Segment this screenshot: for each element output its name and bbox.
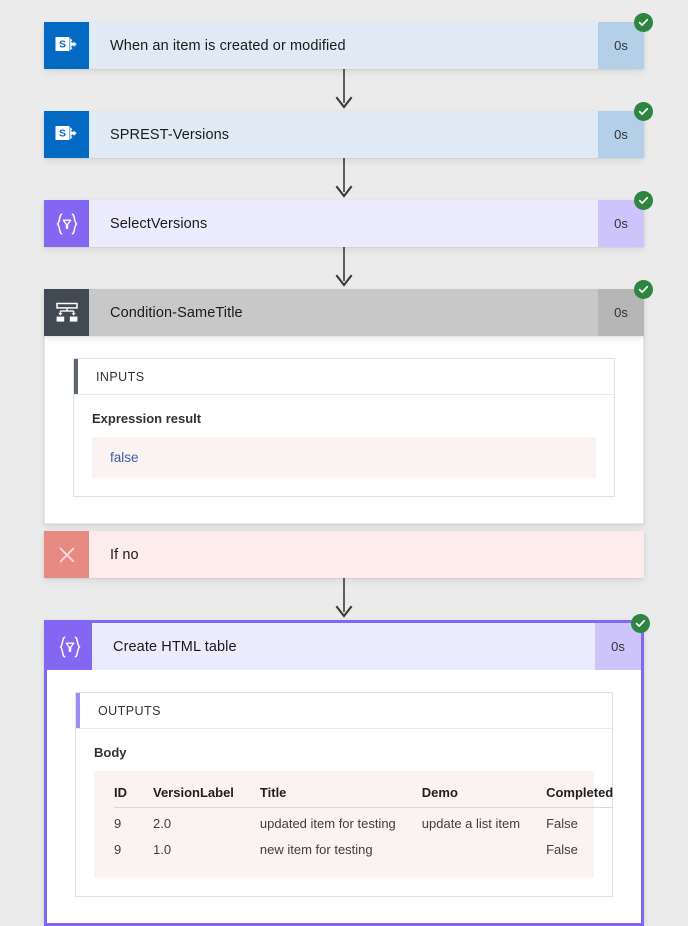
flow-step-sprest-versions[interactable]: S SPREST-Versions 0s [44, 102, 653, 158]
step-title: Create HTML table [92, 623, 595, 670]
expression-result-value: false [92, 437, 596, 478]
flow-step-when-an-item-is-created-or-modified[interactable]: S When an item is created or modified 0s [44, 13, 653, 69]
success-check-icon [634, 13, 653, 32]
close-x-icon [44, 531, 89, 578]
step-header[interactable]: If no [44, 531, 644, 578]
sharepoint-icon: S [44, 22, 89, 69]
table-cell: 2.0 [153, 816, 172, 831]
connector-arrow [0, 578, 688, 620]
flow-step-if-no[interactable]: If no [44, 531, 644, 578]
spacer [0, 524, 688, 531]
panel-accent-bar [76, 693, 80, 728]
success-check-icon [634, 102, 653, 121]
inputs-label: INPUTS [96, 369, 145, 384]
step-header[interactable]: SelectVersions 0s [44, 191, 653, 247]
step-title: Condition-SameTitle [89, 289, 598, 336]
step-duration: 0s [598, 200, 644, 247]
flow-step-condition-sametitle[interactable]: Condition-SameTitle 0s INPUTS Expression… [44, 280, 653, 524]
table-cell: False [546, 816, 578, 831]
table-cell: False [546, 842, 578, 857]
flow-step-select-versions[interactable]: SelectVersions 0s [44, 191, 653, 247]
data-operations-icon [44, 200, 89, 247]
body-label: Body [94, 745, 127, 760]
step-header[interactable]: S SPREST-Versions 0s [44, 102, 653, 158]
step-title: SPREST-Versions [89, 111, 598, 158]
step-title: SelectVersions [89, 200, 598, 247]
table-body: 9 2.0 updated item for testing update a lis… [114, 808, 613, 861]
table-cell: 9 [114, 842, 122, 857]
outputs-label: OUTPUTS [98, 703, 161, 718]
success-check-icon [634, 280, 653, 299]
step-duration: 0s [595, 623, 641, 670]
flow-step-create-html-table[interactable]: Create HTML table 0s OUTPUTS Body [44, 614, 650, 926]
step-duration [598, 531, 644, 578]
svg-text:S: S [58, 38, 65, 50]
step-duration: 0s [598, 111, 644, 158]
inputs-panel-header[interactable]: INPUTS [74, 359, 614, 395]
table-cell: update a list item [421, 816, 521, 831]
step-title: If no [89, 531, 598, 578]
connector-arrow [0, 158, 688, 200]
table-row: 9 1.0 new item for testing False [114, 834, 613, 860]
data-operations-icon [47, 623, 92, 670]
table-cell: 1.0 [153, 842, 172, 857]
step-header[interactable]: Condition-SameTitle 0s [44, 280, 653, 336]
step-header[interactable]: S When an item is created or modified 0s [44, 13, 653, 69]
connector-arrow [0, 247, 688, 289]
table-column-header: Title [259, 785, 422, 808]
table-cell [422, 834, 546, 860]
table-column-header: ID [114, 785, 153, 808]
panel-accent-bar [74, 359, 78, 394]
step-duration: 0s [598, 22, 644, 69]
table-cell: new item for testing [259, 842, 373, 857]
expression-result-label: Expression result [92, 411, 202, 426]
success-check-icon [634, 191, 653, 210]
table-column-header: VersionLabel [153, 785, 260, 808]
inputs-panel: INPUTS Expression result false [73, 358, 615, 497]
step-duration: 0s [598, 289, 644, 336]
success-check-icon [631, 614, 650, 633]
condition-details-body: INPUTS Expression result false [44, 336, 644, 524]
step-header[interactable]: Create HTML table 0s [47, 614, 650, 670]
table-cell: 9 [114, 816, 122, 831]
condition-branch-icon [44, 289, 89, 336]
svg-text:S: S [58, 127, 65, 139]
table-column-header: Completed [546, 785, 614, 808]
sharepoint-icon: S [44, 111, 89, 158]
table-row: 9 2.0 updated item for testing update a lis… [114, 808, 613, 835]
step-title: When an item is created or modified [89, 22, 598, 69]
inputs-panel-content: Expression result false [74, 395, 614, 496]
outputs-panel-header[interactable]: OUTPUTS [76, 693, 612, 729]
table-column-header: Demo [421, 785, 547, 808]
connector-arrow [0, 69, 688, 111]
table-cell: updated item for testing [259, 816, 396, 831]
